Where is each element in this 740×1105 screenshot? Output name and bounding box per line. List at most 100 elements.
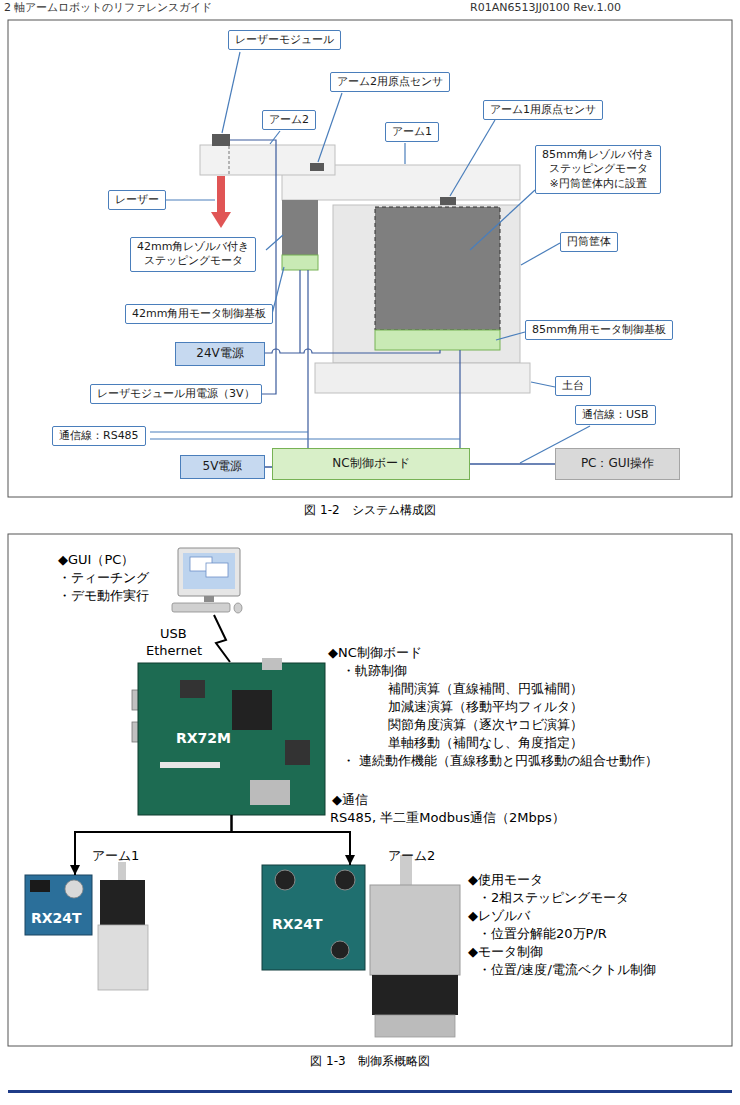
motor-board-photo [262,865,365,970]
node-text: 5V電源 [203,459,243,475]
figure-frame [8,534,732,1046]
motor-body [372,975,458,1015]
callout-label: アーム2 [262,110,316,130]
callout-label: 通信線：RS485 [52,426,146,446]
feature-heading: ◆使用モータ [468,872,543,888]
callout-label: 85mm角レゾルバ付き ステッピングモータ※円筒筐体内に設置 [535,145,661,194]
interface-label: USB [160,626,187,642]
feature-subitem: 関節角度演算（逐次ヤコビ演算） [388,717,583,733]
mcu-chip [232,690,272,730]
document-number: R01AN6513JJ0100 Rev.1.00 [470,1,621,14]
node-text: 土台 [562,379,584,393]
motor-42mm [282,200,318,255]
feature-item: ・位置/速度/電流ベクトル制御 [478,962,656,978]
callout-label: 円筒筐体 [560,232,618,252]
leader-line [531,382,555,387]
motor-85mm [375,207,500,330]
node-text: アーム1用原点センサ [490,103,596,117]
motor-flange [370,885,460,975]
power-box: 24V電源 [175,342,265,366]
node-text: レーザーモジュール [235,33,334,47]
node-text: 円筒筐体 [567,235,611,249]
laser-axis [229,146,230,174]
feature-item: ・デモ動作実行 [58,588,149,604]
node-text: RX24T [272,915,365,933]
capacitor [331,941,349,959]
motor-board-85mm [375,330,500,350]
feature-subitem: 加減速演算（移動平均フィルタ） [388,699,583,715]
node-text: 通信線：RS485 [59,429,139,443]
laser-beam [217,176,225,212]
power-box: 5V電源 [180,455,265,479]
leader-line [150,431,308,432]
arm-label: アーム2 [388,848,435,864]
resolver-body [98,925,148,990]
feature-item: ・ 連続動作機能（直線移動と円弧移動の組合せ動作） [342,753,658,769]
leader-line [450,120,495,196]
node-text: 42mm角用モータ制御基板 [132,307,266,321]
laser-beam-head [211,212,231,228]
pc-window [206,563,228,577]
callout-label: レーザーモジュール [228,30,341,50]
board-photo: RX24T [262,865,365,970]
pc-keyboard [172,603,230,612]
callout-label: レーザー [108,190,166,210]
callout-label: アーム2用原点センサ [330,72,450,92]
feature-item: ・軌跡制御 [342,663,407,679]
rs485-wire [307,270,308,448]
figure-frame [8,20,732,497]
pin-header [160,762,220,768]
motor-board-42mm [282,255,318,270]
power-wire [265,270,440,353]
pc-monitor [178,548,240,596]
figure-caption: 図 1-2 システム構成図 [304,503,435,517]
leader-line [496,332,525,340]
ic-chip [285,740,310,765]
capacitor [335,870,355,890]
callout-label: アーム1用原点センサ [483,100,603,120]
board-photo: RX72M [138,663,325,815]
laser-module [212,134,230,146]
capacitor [65,880,83,898]
pc-mouse [234,603,242,613]
node-text: アーム1 [392,125,432,139]
callout-label: アーム1 [385,122,439,142]
callout-label: 42mm角レゾルバ付き ステッピングモータ [130,237,256,272]
leader-line [470,190,535,250]
ic-chip [180,680,205,698]
node-text: ※円筒筐体内に設置 [542,177,654,191]
callout-label: 通信線：USB [575,405,656,425]
leader-line [404,143,405,164]
node-text: 85mm角レゾルバ付き ステッピングモータ [542,148,654,177]
leader-line [318,93,342,162]
capacitor [275,870,295,890]
feature-item: ・2相ステッピングモータ [478,890,629,906]
rs485-arrow [75,815,232,875]
leader-line [150,438,460,439]
page-header: 2 軸アームロボットのリファレンスガイド [4,1,213,14]
feature-heading: ◆レゾルバ [468,908,530,924]
power-link [265,466,272,468]
feature-heading: ◆モータ制御 [468,944,543,960]
arm-2 [200,145,335,175]
feature-item: ・位置分解能20万P/R [478,926,607,942]
feature-item: ・ティーチング [58,570,149,586]
interface-label: Ethernet [146,643,202,659]
board-photo: RX24T [25,875,92,935]
motor-body [100,880,145,925]
motor-shaft [118,862,126,880]
node-text: 85mm角用モータ制御基板 [532,323,666,337]
node-text: 通信線：USB [582,408,649,422]
node-text: アーム2用原点センサ [337,75,443,89]
usb-connector [262,658,282,670]
node-text: NC制御ボード [332,456,409,472]
origin-sensor [440,197,456,205]
callout-label: レーザモジュール用電源（3V） [90,384,262,404]
node-text: 24V電源 [196,346,243,362]
feature-item: RS485, 半二重Modbus通信（2Mbps） [330,810,565,826]
nc-board-photo [138,663,325,815]
link-bolt [214,615,230,662]
pc-box: PC：GUI操作 [555,448,680,480]
feature-heading: ◆通信 [332,792,368,808]
leader-line [266,235,283,250]
